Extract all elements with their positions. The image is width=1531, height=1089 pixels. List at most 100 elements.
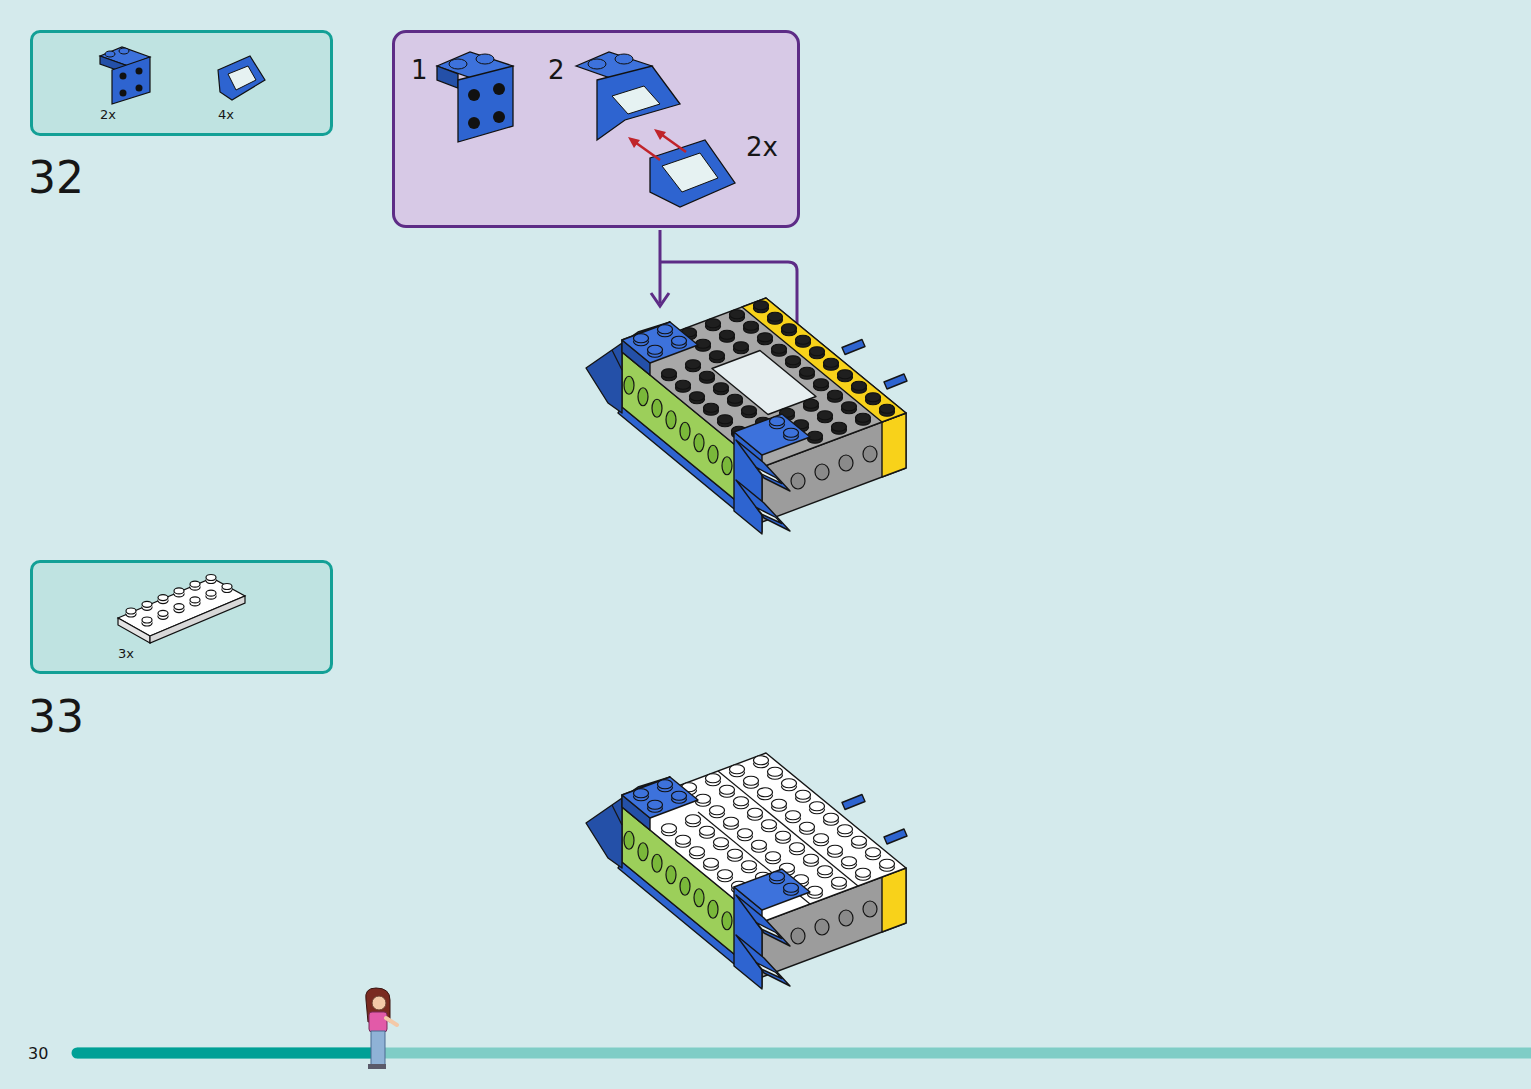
beam-hole (694, 889, 704, 907)
bracket-face (112, 57, 150, 104)
stud-top (696, 339, 711, 348)
frame-opening (712, 351, 816, 415)
jeans (371, 1031, 385, 1065)
stud-top (718, 870, 733, 879)
slope-window (756, 963, 782, 979)
beam-hole (708, 445, 718, 463)
stud-top (754, 756, 769, 765)
stud-top (880, 404, 895, 413)
g (118, 575, 245, 644)
stud-top (818, 866, 833, 875)
plate-seam (718, 771, 858, 886)
stud-top (222, 584, 232, 590)
slope-edge (612, 805, 622, 825)
stud-top (832, 877, 847, 886)
stud-top (706, 774, 721, 783)
stud (588, 59, 606, 69)
stud-top (776, 831, 791, 840)
callout-icons (395, 33, 803, 231)
callout-number: 1 (411, 57, 428, 83)
slope-piece (650, 140, 735, 207)
stud-top (852, 836, 867, 845)
parts-box: 2x4x (30, 30, 333, 136)
stud-top (704, 403, 719, 412)
plate-front (150, 596, 245, 643)
beam-hole (638, 843, 648, 861)
stud-top (714, 838, 729, 847)
stud-top (786, 356, 801, 365)
g (437, 52, 735, 207)
beam-hole (791, 473, 805, 489)
beam-hole (863, 901, 877, 917)
stud-top (206, 575, 216, 581)
beam-hole (680, 877, 690, 895)
stud-top (658, 325, 673, 334)
stud (615, 54, 633, 64)
stud-top (810, 802, 825, 811)
pin (884, 829, 907, 844)
beam-end-yellow (882, 413, 906, 477)
stud-top (744, 321, 759, 330)
stud-top (838, 825, 853, 834)
stud-top (676, 380, 691, 389)
stud-top (728, 849, 743, 858)
parts-box: 3x (30, 560, 333, 674)
stud-top (824, 813, 839, 822)
stud-top (804, 399, 819, 408)
red-arrow-head (628, 137, 640, 148)
front-slope (736, 480, 790, 531)
stud-top (648, 345, 663, 354)
stud-top (754, 301, 769, 310)
model-step-33 (586, 753, 907, 989)
stud-top (772, 799, 787, 808)
stud-top (730, 310, 745, 319)
slope-window (228, 66, 256, 90)
slope-edge (612, 350, 622, 370)
stud-top (880, 859, 895, 868)
stud-top (782, 779, 797, 788)
pin (842, 795, 865, 810)
hole (493, 83, 505, 95)
beam-hole (652, 399, 662, 417)
beam-hole (863, 446, 877, 462)
page-number: 30 (28, 1046, 48, 1062)
face (372, 996, 386, 1010)
hole (468, 89, 480, 101)
g (100, 47, 265, 104)
stud-top (800, 822, 815, 831)
stud-top (800, 367, 815, 376)
parts-icons (33, 33, 336, 139)
beam-hole (722, 912, 732, 930)
beam-hole (666, 411, 676, 429)
stud-top (724, 817, 739, 826)
front-slope (736, 440, 790, 491)
stud-top (772, 344, 787, 353)
slope-window (756, 507, 782, 523)
stud-top (700, 826, 715, 835)
model-step-32 (586, 298, 907, 534)
stud-top (730, 765, 745, 774)
stud-top (696, 794, 711, 803)
step-number: 33 (28, 695, 84, 739)
front-slope (736, 935, 790, 986)
front-slope (736, 895, 790, 946)
stud-top (814, 379, 829, 388)
beam-hole (666, 866, 676, 884)
left-block-top (622, 322, 698, 363)
stud-top (206, 590, 216, 596)
stud-top (866, 848, 881, 857)
quantity-label: 3x (118, 647, 134, 660)
stud-top (662, 824, 677, 833)
stud-top (190, 597, 200, 603)
beam-hole (791, 928, 805, 944)
stud-top (126, 608, 136, 614)
stud-top (720, 785, 735, 794)
stud-top (720, 330, 735, 339)
bracket-edge (437, 66, 458, 88)
frame-top (622, 753, 906, 922)
stud-top (686, 815, 701, 824)
stud-top (796, 335, 811, 344)
step-number: 32 (28, 156, 84, 200)
stud-top (784, 883, 799, 892)
stud-top (770, 872, 785, 881)
